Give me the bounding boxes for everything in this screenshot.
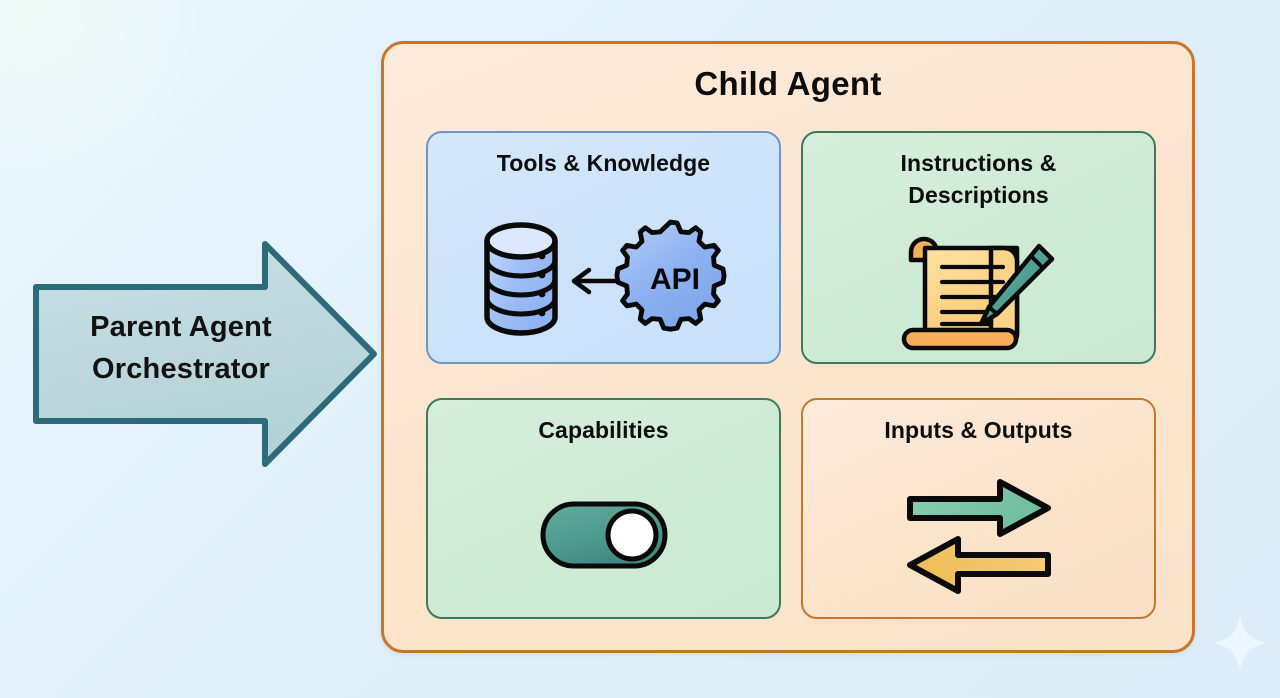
child-agent-container: Child Agent Tools & Knowledge bbox=[381, 41, 1195, 653]
card-instructions-descriptions[interactable]: Instructions & Descriptions bbox=[801, 131, 1156, 364]
sparkle-icon bbox=[1210, 613, 1270, 673]
gear-api-label: API bbox=[649, 263, 699, 296]
inputs-outputs-icon-group bbox=[803, 400, 1154, 617]
child-agent-title: Child Agent bbox=[694, 65, 882, 102]
tools-knowledge-icon-group: API bbox=[428, 133, 779, 362]
instructions-icon-group bbox=[803, 133, 1154, 362]
arrow-left-amber-icon bbox=[906, 535, 1051, 594]
card-title-tools-knowledge: Tools & Knowledge bbox=[496, 150, 711, 176]
parent-agent-arrow-shape bbox=[33, 241, 377, 467]
parent-agent-label-line1: Parent Agent bbox=[90, 311, 272, 343]
database-icon bbox=[483, 221, 558, 336]
gear-api-icon: API bbox=[613, 219, 726, 332]
parent-agent-arrow bbox=[30, 238, 380, 470]
child-agent-card-grid: Tools & Knowledge bbox=[426, 131, 1156, 619]
toggle-switch-icon[interactable] bbox=[538, 498, 670, 572]
card-title-line2: Descriptions bbox=[908, 181, 1049, 208]
parent-agent-label: Parent Agent Orchestrator bbox=[52, 306, 310, 390]
database-api-illustration: API bbox=[483, 219, 726, 336]
pencil-icon bbox=[978, 243, 1054, 326]
arrow-right-green-icon bbox=[906, 478, 1051, 537]
parent-agent-label-line2: Orchestrator bbox=[91, 353, 271, 386]
bidirectional-arrows-illustration bbox=[906, 478, 1051, 594]
card-title-line1: Instructions & bbox=[900, 150, 1057, 176]
card-capabilities[interactable]: Capabilities bbox=[426, 398, 781, 619]
card-title-instructions-descriptions: Instructions & Descriptions bbox=[811, 148, 1146, 211]
card-title-capabilities: Capabilities bbox=[538, 417, 669, 443]
card-tools-knowledge[interactable]: Tools & Knowledge bbox=[426, 131, 781, 364]
scroll-pencil-illustration bbox=[901, 236, 1054, 350]
card-inputs-outputs[interactable]: Inputs & Outputs bbox=[801, 398, 1156, 619]
card-title-inputs-outputs: Inputs & Outputs bbox=[884, 417, 1073, 443]
capabilities-icon-group bbox=[428, 400, 779, 617]
